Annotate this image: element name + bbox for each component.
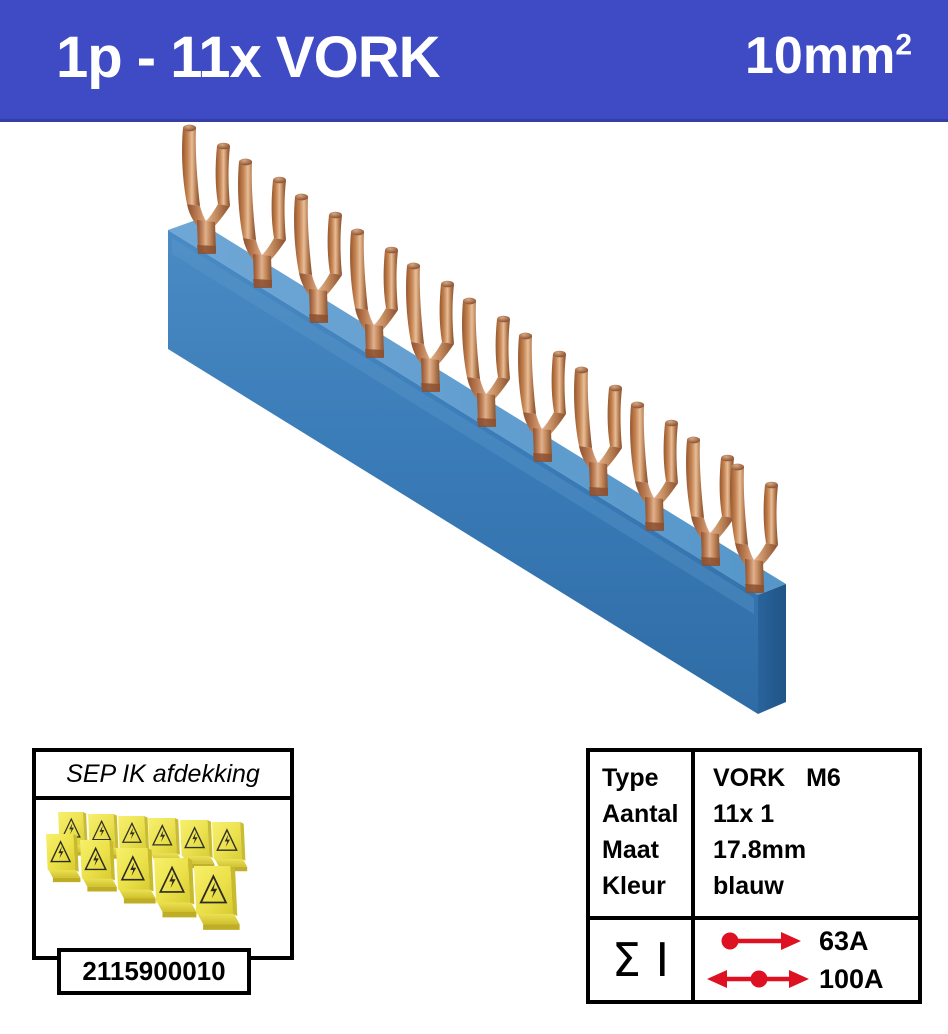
cross-section-superscript: 2: [895, 28, 912, 62]
spec-values-column: VORK M6 11x 1 17.8mm blauw: [695, 752, 918, 916]
current-values-cell: 63A 100A: [695, 920, 918, 1000]
current-rating-100a: 100A: [819, 963, 884, 994]
sigma-current-symbol: Σ I: [611, 933, 670, 987]
current-rating-63a: 63A: [819, 925, 869, 956]
current-rating-row: 63A: [699, 922, 918, 960]
accessory-title: SEP IK afdekking: [66, 759, 260, 788]
arrow-both-feed-icon: [699, 966, 819, 992]
current-rating-row: 100A: [699, 960, 918, 998]
spec-value-maat: 17.8mm: [713, 836, 807, 864]
article-number-box: 2115900010: [57, 948, 251, 995]
spec-table: Type Aantal Maat Kleur VORK M6 11x 1 17.…: [586, 748, 922, 1004]
spec-label-kleur: Kleur: [602, 872, 666, 900]
accessory-title-cell: SEP IK afdekking: [36, 752, 290, 800]
cross-section-value: 10mm: [745, 27, 896, 85]
sigma-current-cell: Σ I: [590, 920, 695, 1000]
header-bar: 1p - 11x VORK 10mm2: [0, 0, 948, 122]
page-title: 1p - 11x VORK: [56, 25, 440, 90]
spec-value-type: VORK M6: [713, 764, 841, 792]
arrow-right-feed-icon: [699, 928, 819, 954]
accessory-box: SEP IK afdekking: [32, 748, 294, 960]
cross-section-label: 10mm2: [745, 26, 912, 86]
busbar-illustration: [168, 124, 786, 714]
spec-labels-column: Type Aantal Maat Kleur: [590, 752, 695, 916]
product-photo: [0, 122, 948, 722]
spec-label-type: Type: [602, 764, 659, 792]
spec-value-kleur: blauw: [713, 872, 784, 900]
spec-label-maat: Maat: [602, 836, 659, 864]
spec-value-aantal: 11x 1: [713, 800, 775, 828]
insulation-covers-illustration: [45, 811, 248, 931]
current-rating-section: Σ I 63A: [590, 920, 918, 1000]
article-number: 2115900010: [82, 956, 226, 986]
spec-label-aantal: Aantal: [602, 800, 679, 828]
spec-rows-section: Type Aantal Maat Kleur VORK M6 11x 1 17.…: [590, 752, 918, 920]
accessory-image: [36, 800, 290, 956]
